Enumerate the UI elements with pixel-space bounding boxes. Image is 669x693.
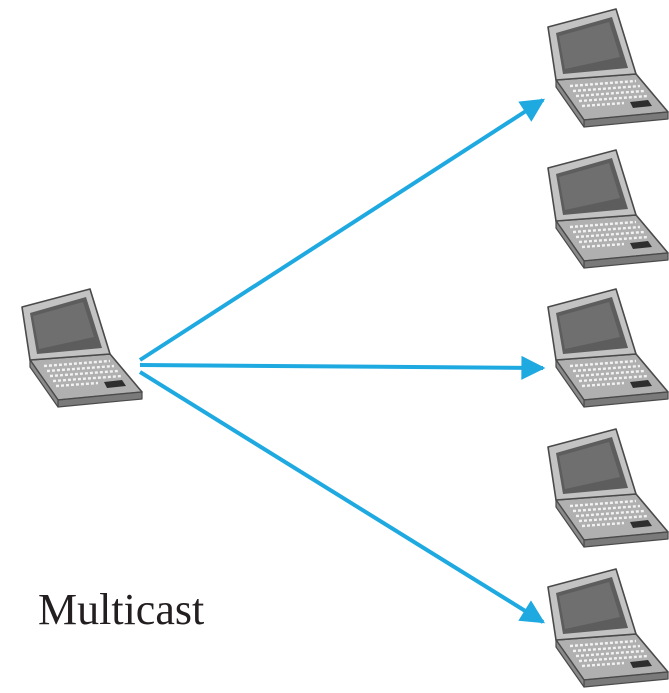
receiver-laptop-icon-1: [546, 7, 669, 129]
receiver-laptop-icon-2: [546, 148, 669, 270]
diagram-caption: Multicast: [38, 585, 204, 634]
arrow-to-receiver-5: [138, 370, 546, 624]
receiver-laptop-icon-3: [546, 287, 669, 409]
sender-laptop-icon: [20, 287, 144, 409]
arrow-to-receiver-1: [138, 98, 546, 362]
receiver-laptop-icon-5: [546, 567, 669, 689]
arrow-group: [138, 98, 546, 624]
arrow-to-receiver-3: [139, 355, 546, 380]
receiver-laptop-icon-4: [546, 427, 669, 549]
